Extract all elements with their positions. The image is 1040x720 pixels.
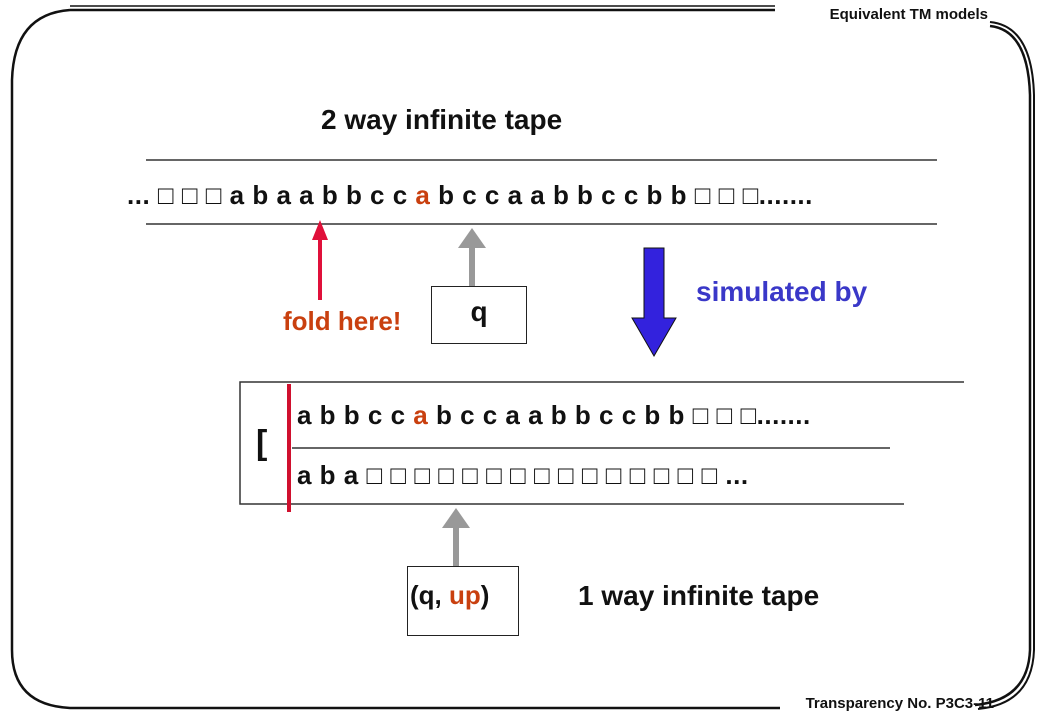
two-way-title: 2 way infinite tape	[321, 104, 563, 135]
tape-text: b c c a a b b c c b b □ □ □.......	[428, 400, 811, 430]
tape-text: b c c a a b b c c b b □ □ □.......	[430, 180, 813, 210]
lower-track: a b a □ □ □ □ □ □ □ □ □ □ □ □ □ □ □ ...	[297, 460, 749, 490]
two-way-tape: ... □ □ □ a b a a b b c c a b c c a a b …	[127, 180, 813, 211]
tape-head-symbol: a	[413, 400, 429, 430]
slide-header: Equivalent TM models	[829, 6, 988, 23]
upper-track: a b b c c a b c c a a b b c c b b □ □ □.…	[297, 400, 811, 431]
state-text: )	[480, 580, 490, 610]
tape-head-symbol: a	[415, 180, 431, 210]
slide-footer: Transparency No. P3C3-11	[805, 695, 994, 712]
simulated-down-arrow	[631, 247, 677, 357]
tape-bracket: [	[256, 424, 268, 462]
state-text: (q,	[410, 580, 449, 610]
head-state-lower: (q, up)	[410, 580, 489, 611]
head-state-box: q	[431, 286, 527, 344]
one-way-title: 1 way infinite tape	[578, 580, 820, 611]
state-direction: up	[449, 580, 481, 610]
tape-text: a b b c c	[297, 400, 414, 430]
tape-text: ... □ □ □ a b a a b b c c	[127, 180, 416, 210]
fold-label: fold here!	[283, 306, 402, 336]
head-state-box-lower	[407, 566, 519, 636]
simulated-label: simulated by	[696, 276, 868, 307]
